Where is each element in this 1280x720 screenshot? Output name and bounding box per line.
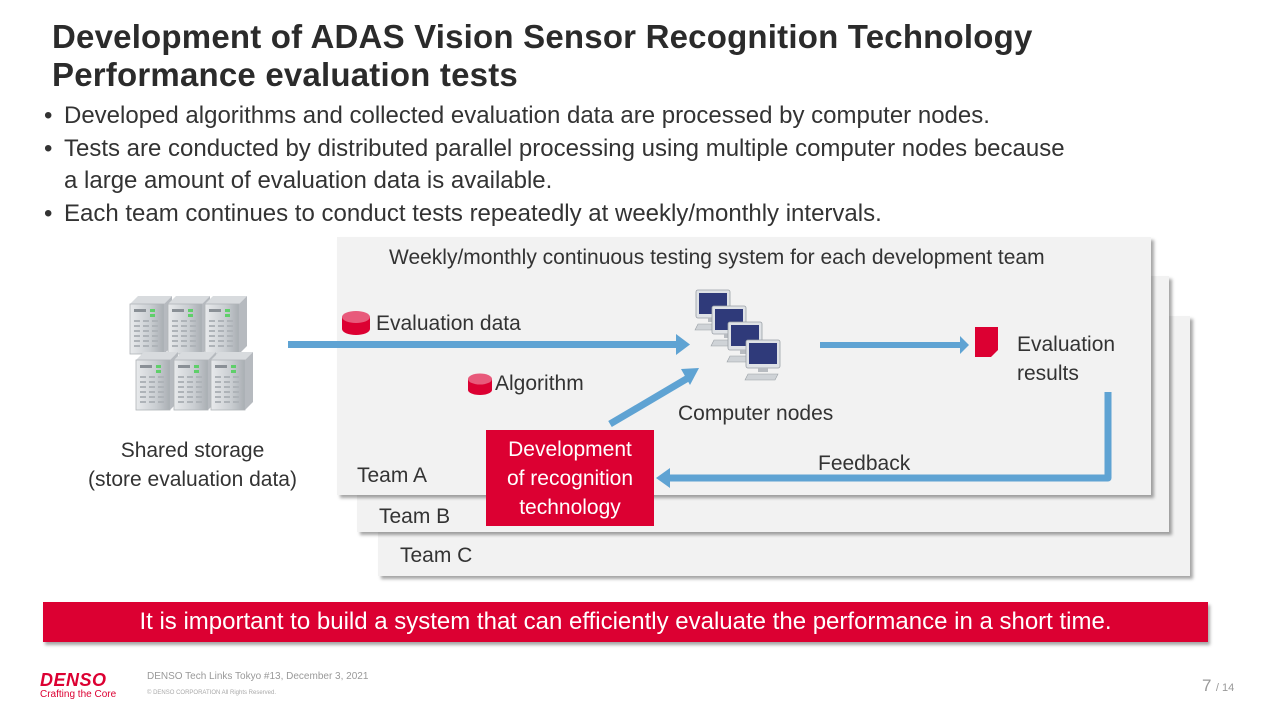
event-name: DENSO Tech Links Tokyo #13, December 3, … <box>147 671 369 682</box>
bullet-item: • Each team continues to conduct tests r… <box>42 198 1242 231</box>
team-b-label: Team B <box>379 505 451 528</box>
page-current: 7 <box>1202 676 1212 695</box>
page-total: / 14 <box>1215 682 1235 694</box>
denso-logo: DENSO <box>40 670 107 690</box>
results-arrow <box>820 336 969 354</box>
bullet-item: • Developed algorithms and collected eva… <box>42 100 1242 133</box>
algorithm-database-icon <box>467 372 493 396</box>
algorithm-arrow <box>608 368 699 428</box>
evaluation-data-arrow <box>288 334 690 355</box>
evaluation-data-label: Evaluation data <box>376 312 521 335</box>
shared-storage-label: Shared storage (store evaluation data) <box>88 439 297 491</box>
page-number: 7 / 14 <box>1202 676 1234 696</box>
bullet-item: • Tests are conducted by distributed par… <box>44 134 1065 195</box>
evaluation-results-label: Evaluation results <box>1017 333 1116 385</box>
key-message-banner: It is important to build a system that c… <box>43 602 1208 642</box>
slide-title-line1: Development of ADAS Vision Sensor Recogn… <box>52 18 1033 55</box>
team-a-label: Team A <box>357 464 428 487</box>
feedback-arrow <box>656 392 1112 488</box>
bullet-dot: • <box>44 199 53 227</box>
logo-tagline: Crafting the Core <box>40 689 117 700</box>
development-box: Development of recognition technology <box>486 430 654 526</box>
system-title: Weekly/monthly continuous testing system… <box>389 246 1045 269</box>
server-cluster-icon <box>128 294 263 416</box>
slide-title: Development of ADAS Vision Sensor Recogn… <box>52 18 1033 94</box>
algorithm-label: Algorithm <box>495 372 584 395</box>
team-a-panel: Team A <box>337 237 1151 495</box>
feedback-label: Feedback <box>818 452 911 475</box>
bullet-dot: • <box>44 102 53 129</box>
team-c-label: Team C <box>400 544 473 567</box>
database-icon <box>341 310 371 336</box>
bullet-list: • Developed algorithms and collected eva… <box>42 100 1242 230</box>
document-icon <box>975 327 998 357</box>
computer-nodes-icon <box>694 288 794 388</box>
bullet-dot: • <box>44 134 53 162</box>
copyright: © DENSO CORPORATION All Rights Reserved. <box>147 690 277 696</box>
slide-title-line2: Performance evaluation tests <box>52 56 518 93</box>
computer-nodes-label: Computer nodes <box>678 402 834 425</box>
